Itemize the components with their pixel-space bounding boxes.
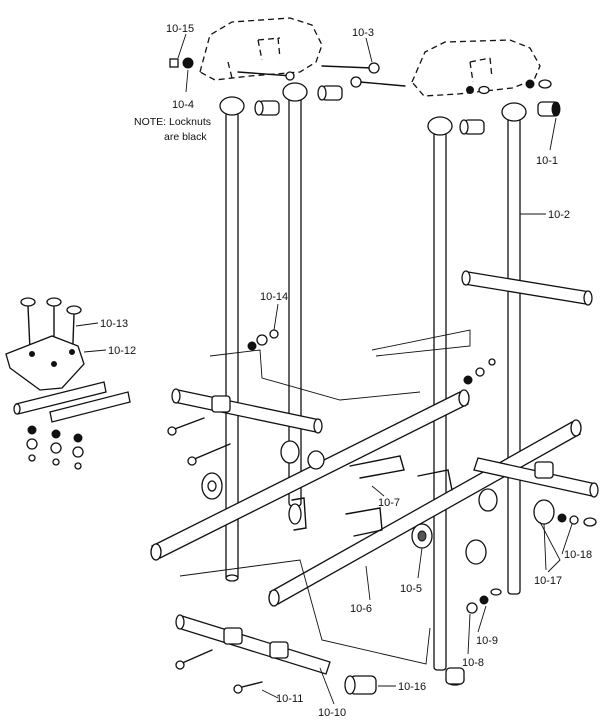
label-10-12: 10-12	[108, 345, 136, 357]
lower-right-crossbar	[473, 457, 599, 498]
label-10-3: 10-3	[352, 27, 374, 39]
seat-plate-inset	[5, 297, 131, 470]
label-10-9: 10-9	[476, 635, 498, 647]
note-line-2: are black	[164, 131, 207, 143]
u-bolt-clamps-10-7	[291, 455, 453, 537]
left-seat-bracket-outline	[199, 17, 323, 81]
label-10-13: 10-13	[100, 318, 128, 330]
label-10-5: 10-5	[400, 583, 422, 595]
label-10-7: 10-7	[378, 497, 400, 509]
hardware-10-8-10-9	[466, 588, 502, 614]
label-10-11: 10-11	[276, 693, 303, 705]
upper-right-crossbar	[461, 270, 593, 306]
label-10-2: 10-2	[548, 209, 570, 221]
label-10-14: 10-14	[260, 291, 288, 303]
right-seat-bracket-outline	[411, 39, 541, 97]
spacers-and-wheels	[201, 440, 555, 565]
long-diagonal-tube	[150, 389, 470, 561]
label-10-18: 10-18	[564, 549, 592, 561]
label-10-16: 10-16	[398, 681, 426, 693]
bottom-crossbar-10-10	[175, 614, 331, 675]
assembly-outline	[179, 329, 561, 665]
label-10-1: 10-1	[536, 155, 558, 167]
label-10-8: 10-8	[462, 657, 484, 669]
label-10-10: 10-10	[318, 707, 346, 719]
label-10-15: 10-15	[166, 23, 194, 35]
label-10-17: 10-17	[534, 575, 562, 587]
leader-lines	[75, 33, 573, 705]
side-bolts	[167, 417, 263, 694]
label-10-6: 10-6	[350, 603, 372, 615]
locknuts-10-14	[247, 329, 496, 385]
note-line-1: NOTE: Locknuts	[134, 116, 211, 128]
end-cap-10-16	[344, 675, 377, 695]
left-middle-crossbar	[171, 388, 323, 434]
top-bolts	[169, 57, 552, 95]
top-bushings	[254, 85, 561, 135]
vertical-upright-tubes	[219, 82, 527, 686]
label-10-4: 10-4	[172, 99, 194, 111]
hardware-10-17-10-18	[557, 513, 597, 527]
